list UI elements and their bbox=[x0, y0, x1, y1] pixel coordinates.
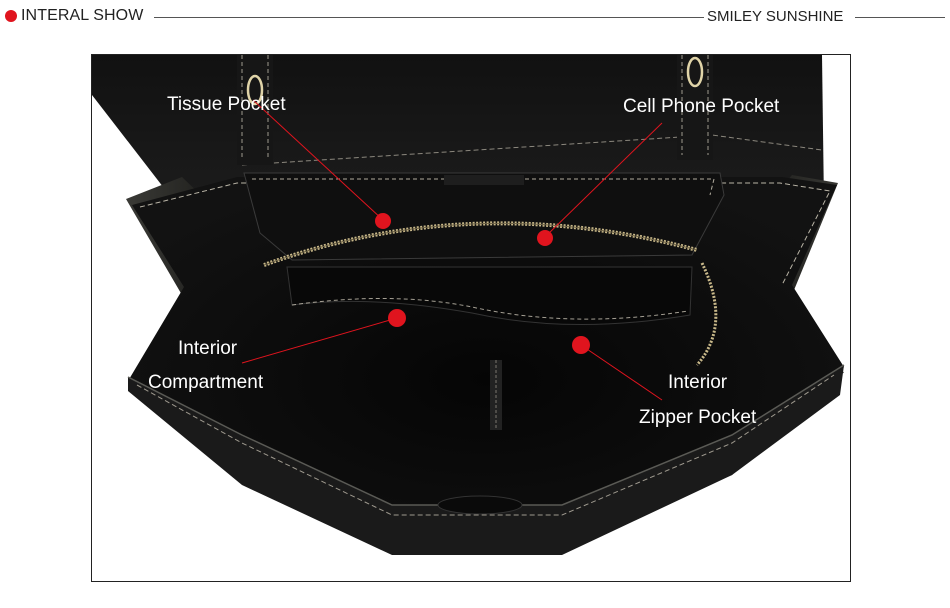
interior-compartment-marker bbox=[388, 309, 406, 327]
tissue-pocket-marker bbox=[375, 213, 391, 229]
tissue-pocket-label: Tissue Pocket bbox=[167, 94, 286, 115]
brand-tag bbox=[444, 175, 524, 185]
header-divider-left bbox=[154, 17, 704, 18]
bag-interior-photo bbox=[92, 55, 845, 555]
tissue-leader-line bbox=[252, 99, 384, 221]
compartment-leader-line bbox=[241, 317, 398, 364]
page-header: INTERAL SHOW SMILEY SUNSHINE bbox=[0, 0, 950, 34]
interior-compartment-label-line2: Compartment bbox=[148, 372, 264, 393]
ring-right bbox=[686, 56, 704, 88]
section-title: INTERAL SHOW bbox=[21, 7, 144, 24]
back-flap bbox=[92, 55, 824, 205]
zipper-leader-line bbox=[580, 344, 663, 401]
tissue-pocket-panel bbox=[243, 172, 725, 261]
phone-pocket bbox=[286, 266, 693, 326]
zipper-pocket-marker bbox=[572, 336, 590, 354]
ring-left bbox=[246, 74, 264, 106]
interior-compartment-label-line1: Interior bbox=[178, 338, 238, 359]
base-foot bbox=[437, 495, 523, 515]
strap-right bbox=[677, 55, 713, 160]
interior-zipper-label-line2: Zipper Pocket bbox=[639, 407, 757, 428]
header-divider-right bbox=[855, 17, 945, 18]
cell-phone-pocket-label: Cell Phone Pocket bbox=[623, 96, 780, 117]
strap-left bbox=[237, 55, 273, 165]
product-photo-frame: Tissue Pocket Cell Phone Pocket Interior… bbox=[91, 54, 851, 582]
phone-leader-line bbox=[544, 122, 663, 238]
front-wall bbox=[128, 365, 844, 555]
header-bullet-dot bbox=[5, 10, 17, 22]
brand-name: SMILEY SUNSHINE bbox=[707, 8, 844, 25]
interior-zipper-label-line1: Interior bbox=[668, 372, 728, 393]
phone-pocket-marker bbox=[537, 230, 553, 246]
